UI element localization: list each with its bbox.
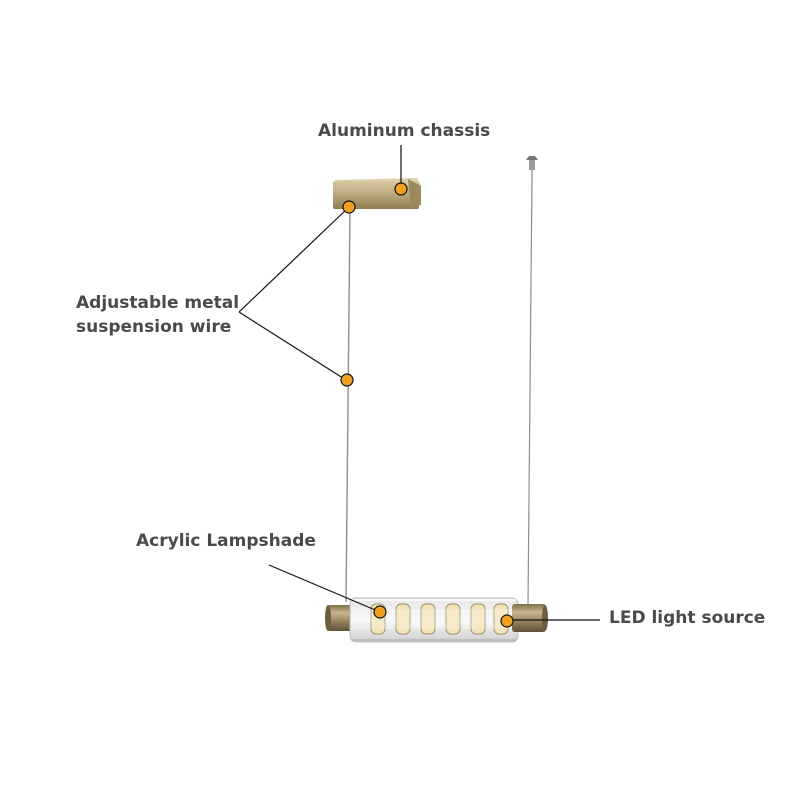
leader-line-wire-top [238,206,350,313]
ceiling-hook [526,156,538,178]
label-led-light-source: LED light source [609,608,766,628]
label-acrylic-lampshade: Acrylic Lampshade [136,531,316,551]
leader-lines [238,145,600,621]
label-suspension-wire-line1: Adjustable metal [76,293,240,313]
marker-wire-top-icon [342,200,356,214]
label-suspension-wire-line2: suspension wire [76,317,232,337]
callout-markers [340,182,514,628]
suspension-wire-left [345,207,351,603]
suspension-wire-right [527,175,533,605]
marker-chassis-icon [394,182,408,196]
marker-lampshade-icon [373,605,387,619]
lamp-body [325,597,548,643]
led-rings [352,599,516,641]
label-suspension-wire: Adjustable metal suspension wire [76,291,239,339]
marker-wire-mid-icon [340,373,354,387]
label-aluminum-chassis: Aluminum chassis [318,121,491,141]
leader-line-lampshade [268,564,381,613]
leader-line-wire-mid [238,311,347,381]
marker-led-icon [500,614,514,628]
